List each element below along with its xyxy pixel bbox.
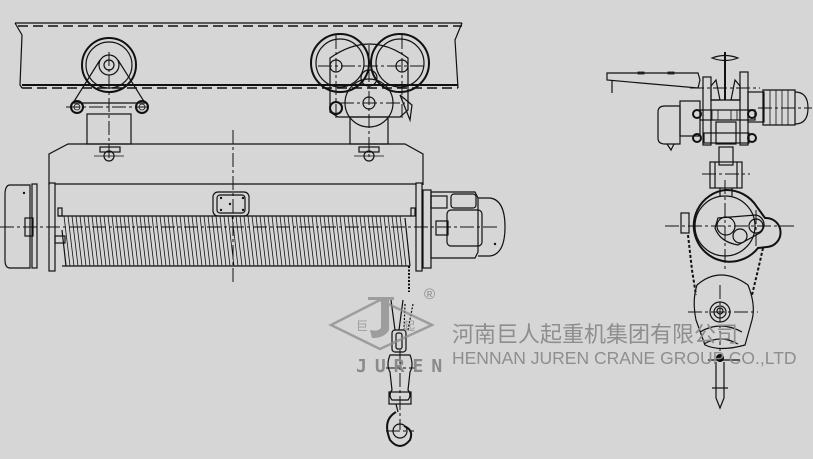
- i-beam-track: [14, 22, 463, 89]
- rope-grooves: [63, 215, 407, 267]
- drum-side: [665, 180, 795, 270]
- logo-char-left: 巨: [356, 319, 368, 333]
- lower-sheave: [688, 274, 758, 410]
- hoist-motor: [408, 182, 506, 292]
- side-view: [606, 52, 812, 410]
- company-name-en: HENNAN JUREN CRANE GROUP CO.,LTD: [452, 348, 797, 368]
- watermark-logo: 巨 起: [328, 297, 435, 351]
- hook-block: [386, 299, 414, 447]
- company-name-cn: 河南巨人起重机集团有限公司: [452, 322, 739, 347]
- hoist-frame: [48, 130, 424, 285]
- rope-drum: [0, 183, 500, 267]
- left-trolley-wheel: [66, 37, 152, 162]
- front-view: [0, 22, 506, 447]
- right-trolley-drive: [310, 33, 430, 162]
- logo-char-right: 起: [403, 319, 415, 333]
- logo-letters: JUREN: [356, 356, 451, 377]
- registered-mark: ®: [424, 286, 436, 303]
